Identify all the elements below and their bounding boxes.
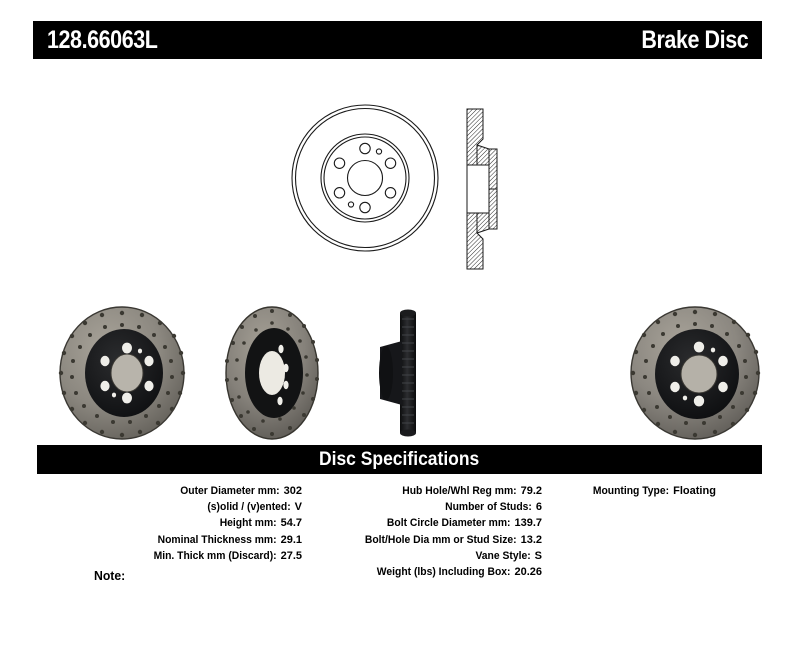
spec-row: Hub Hole/Whl Reg mm: 79.2	[302, 483, 542, 499]
spec-value: 302	[283, 485, 302, 497]
spec-value: V	[294, 501, 302, 514]
note-label: Note:	[94, 568, 126, 583]
spec-column-middle: Hub Hole/Whl Reg mm: 79.2 Number of Stud…	[302, 483, 542, 580]
rotor-cross-section-line-drawing	[466, 108, 498, 270]
spec-label: Number of Studs:	[445, 501, 532, 514]
rotor-front-view-line-drawing	[291, 104, 439, 252]
spec-row: Mounting Type: Floating	[542, 483, 762, 499]
spec-value: S	[534, 549, 542, 562]
spec-value: 27.5	[280, 549, 302, 562]
spec-value: 13.2	[520, 533, 542, 546]
spec-label: Min. Thick mm (Discard):	[153, 549, 277, 562]
rotor-photo-angled-three-quarter	[210, 305, 345, 440]
spec-label: Weight (lbs) Including Box:	[376, 566, 511, 579]
spec-row: Weight (lbs) Including Box: 20.26	[302, 564, 542, 580]
spec-row: Vane Style: S	[302, 548, 542, 564]
technical-drawing-group	[290, 98, 520, 273]
spec-row: Number of Studs: 6	[302, 499, 542, 515]
part-number-label: 128.66063L	[47, 25, 158, 54]
note-line: Note:	[94, 568, 125, 583]
spec-header-bar: Disc Specifications	[37, 445, 762, 474]
spec-label: Bolt Circle Diameter mm:	[386, 517, 511, 530]
spec-label: Mounting Type:	[592, 485, 670, 497]
spec-label: Height mm:	[219, 517, 277, 530]
spec-value: 29.1	[280, 533, 302, 546]
spec-value: 6	[535, 501, 542, 514]
spec-row: Outer Diameter mm: 302	[37, 483, 302, 499]
spec-column-left: Outer Diameter mm: 302 (s)olid / (v)ente…	[37, 483, 302, 580]
spec-label: Hub Hole/Whl Reg mm:	[402, 485, 517, 497]
product-photo-row	[0, 305, 800, 445]
spec-row: Bolt Circle Diameter mm: 139.7	[302, 515, 542, 531]
disc-specifications-panel: Disc Specifications Outer Diameter mm: 3…	[37, 445, 762, 580]
spec-row: Min. Thick mm (Discard): 27.5	[37, 548, 302, 564]
rotor-photo-angled-left	[34, 305, 209, 440]
spec-header-title: Disc Specifications	[319, 449, 480, 470]
spec-columns: Outer Diameter mm: 302 (s)olid / (v)ente…	[37, 474, 762, 580]
spec-label: Vane Style:	[475, 549, 531, 562]
spec-value: 79.2	[520, 485, 542, 497]
spec-value: 139.7	[514, 517, 542, 530]
spec-label: Bolt/Hole Dia mm or Stud Size:	[364, 533, 517, 546]
title-bar: 128.66063L Brake Disc	[33, 21, 762, 59]
spec-row: (s)olid / (v)ented: V	[37, 499, 302, 515]
spec-value: Floating	[673, 485, 716, 497]
spec-row: Height mm: 54.7	[37, 515, 302, 531]
rotor-photo-edge-profile	[372, 305, 444, 440]
spec-value: 54.7	[280, 517, 302, 530]
rotor-photo-face-on	[613, 305, 788, 440]
spec-label: Outer Diameter mm:	[180, 485, 280, 497]
spec-label: (s)olid / (v)ented:	[207, 501, 291, 514]
spec-row: Nominal Thickness mm: 29.1	[37, 532, 302, 548]
spec-column-right: Mounting Type: Floating	[542, 483, 762, 580]
spec-value: 20.26	[514, 566, 542, 579]
spec-row: Bolt/Hole Dia mm or Stud Size: 13.2	[302, 532, 542, 548]
spec-label: Nominal Thickness mm:	[157, 533, 277, 546]
product-type-label: Brake Disc	[641, 25, 748, 54]
